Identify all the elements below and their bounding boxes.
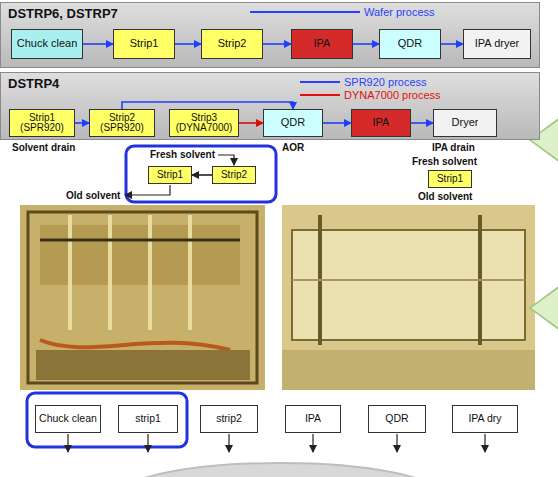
step-box: strip2 [200, 405, 258, 433]
process-box: Strip1 (SPR920) [9, 109, 75, 137]
step-box: IPA dry [452, 405, 518, 433]
flow-connector [75, 122, 89, 124]
tool-photo [20, 205, 265, 390]
flow-connector [122, 102, 293, 109]
legend-item: SPR920 process [300, 76, 427, 88]
flow-connector [323, 122, 351, 124]
step-box: strip1 [118, 405, 178, 433]
box-label: QDR [398, 38, 422, 50]
legend-line [300, 81, 340, 83]
solvent-line [218, 155, 234, 165]
flow-connector [192, 174, 212, 176]
flow-connector [411, 122, 433, 124]
box-label: Strip1 [157, 170, 183, 181]
box-label: Strip1 [130, 38, 159, 50]
box-label: strip2 [216, 413, 242, 424]
process-box: Strip3 (DYNA7000) [169, 109, 239, 137]
process-box: IPA [351, 109, 411, 137]
legend-item: DYNA7000 process [300, 89, 441, 101]
box-label: Strip3 (DYNA7000) [172, 113, 236, 134]
flow-connector [441, 43, 463, 45]
flow-connector [175, 43, 201, 45]
process-box: Strip2 (SPR920) [89, 109, 155, 137]
step-box: QDR [368, 405, 426, 433]
flow-connector [239, 122, 263, 124]
highlight-frame [27, 393, 187, 447]
process-box: QDR [379, 29, 441, 59]
wafer-dish [120, 463, 440, 477]
box-label: Strip1 [437, 174, 463, 185]
panel-title: DSTRP6, DSTRP7 [8, 6, 118, 21]
flow-connector [83, 43, 113, 45]
callout-pointer [530, 286, 558, 330]
box-label: strip1 [135, 413, 161, 424]
legend-item: Wafer process [250, 6, 435, 18]
flow-connector [263, 43, 291, 45]
process-box: Strip2 [201, 29, 263, 59]
box-label: IPA dry [468, 413, 501, 424]
box-label: Strip1 (SPR920) [12, 113, 72, 134]
box-label: Strip2 [218, 38, 247, 50]
flow-connector [353, 43, 379, 45]
tool-panel: DSTRP4Strip1 (SPR920) Strip2 (SPR920) Stri… [0, 72, 540, 140]
legend-line [300, 94, 340, 96]
solvent-line [125, 185, 170, 195]
box-label: Strip2 (SPR920) [92, 113, 152, 134]
box-label: IPA [305, 413, 321, 424]
process-box: Chuck clean [11, 29, 83, 59]
box-label: Chuck clean [17, 38, 78, 50]
legend-text: Wafer process [364, 6, 435, 18]
flow-label: Old solvent [66, 190, 120, 201]
legend-text: DYNA7000 process [344, 89, 441, 101]
flow-label: IPA drain [432, 142, 475, 153]
process-box: IPA [291, 29, 353, 59]
flow-label: Solvent drain [12, 142, 75, 153]
step-box: Chuck clean [35, 405, 101, 433]
step-box: IPA [285, 405, 341, 433]
drain-arrows [68, 434, 485, 452]
flow-label: Old solvent [418, 191, 472, 202]
box-label: IPA [373, 117, 390, 129]
legend-text: SPR920 process [344, 76, 427, 88]
flow-label: AOR [282, 142, 304, 153]
process-box: Dryer [433, 109, 497, 137]
flow-label: Fresh solvent [150, 149, 215, 160]
box-label: IPA dryer [475, 38, 519, 50]
legend-line [250, 11, 360, 13]
panel-title: DSTRP4 [8, 76, 59, 91]
box-label: Dryer [452, 117, 479, 129]
tank-box: Strip1 [428, 170, 472, 188]
process-box: Strip1 [113, 29, 175, 59]
tank-box: Strip2 [212, 166, 256, 184]
process-box: QDR [263, 109, 323, 137]
box-label: Strip2 [221, 170, 247, 181]
box-label: IPA [314, 38, 331, 50]
highlight-frame [126, 146, 276, 202]
tank-box: Strip1 [148, 166, 192, 184]
box-label: Chuck clean [39, 413, 97, 424]
flow-label: Fresh solvent [412, 156, 477, 167]
tank-photo [282, 205, 535, 390]
box-label: QDR [281, 117, 305, 129]
box-label: QDR [385, 413, 408, 424]
process-box: IPA dryer [463, 29, 531, 59]
